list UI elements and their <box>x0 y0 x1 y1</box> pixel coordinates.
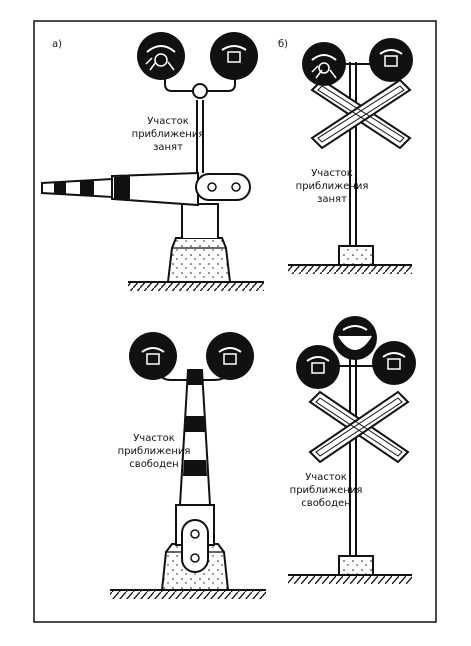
barrier-signal-open: Участок приближения свободен <box>110 332 266 599</box>
lamp-right-dark <box>372 341 416 385</box>
label-a-top-line2: приближения <box>132 129 205 140</box>
label-b-bottom-line2: приближения <box>290 485 363 496</box>
crossbuck-sign <box>310 78 412 150</box>
lamp-left-dark <box>296 345 340 389</box>
label-a-bottom-line2: приближения <box>118 446 191 457</box>
barrier-signal-closed: Участок приближения занят <box>41 32 264 291</box>
ground-hatch <box>128 282 264 291</box>
lamp-right-lit <box>210 32 258 80</box>
label-b-top-line1: Участок <box>311 168 353 179</box>
label-a-bottom-line1: Участок <box>133 433 175 444</box>
mast-base <box>338 245 374 266</box>
mast-base <box>338 555 374 576</box>
label-b-bottom-line1: Участок <box>305 472 347 483</box>
barrier-body <box>181 203 219 238</box>
ground-hatch <box>288 265 412 274</box>
label-b-top-line3: занят <box>317 194 347 205</box>
panel-a-marker: а) <box>52 39 62 50</box>
label-a-top-line1: Участок <box>147 116 189 127</box>
lamp-right-lit <box>369 38 413 82</box>
label-b-bottom-line3: свободен <box>301 498 350 509</box>
barrier-base <box>166 237 232 283</box>
crossbuck-signal-occupied: Участок приближения занят <box>288 38 413 274</box>
ground-hatch <box>288 575 412 584</box>
ground-hatch <box>110 590 266 599</box>
label-a-top-line3: занят <box>153 142 183 153</box>
figure-frame <box>33 20 437 623</box>
lamp-right-dark <box>206 332 254 380</box>
lamp-left-dark <box>129 332 177 380</box>
lamp-top-glow <box>338 335 372 350</box>
crossbuck-sign <box>308 390 410 464</box>
barrier-boom <box>41 177 113 199</box>
label-b-top-line2: приближения <box>296 181 369 192</box>
panel-b-marker: б) <box>278 39 288 50</box>
lamp-left-lit <box>302 42 346 86</box>
barrier-boom <box>178 369 212 506</box>
label-a-bottom-line3: свободен <box>129 459 178 470</box>
crossbuck-signal-free: Участок приближения свободен <box>288 316 416 584</box>
lamp-left-lit <box>137 32 185 80</box>
